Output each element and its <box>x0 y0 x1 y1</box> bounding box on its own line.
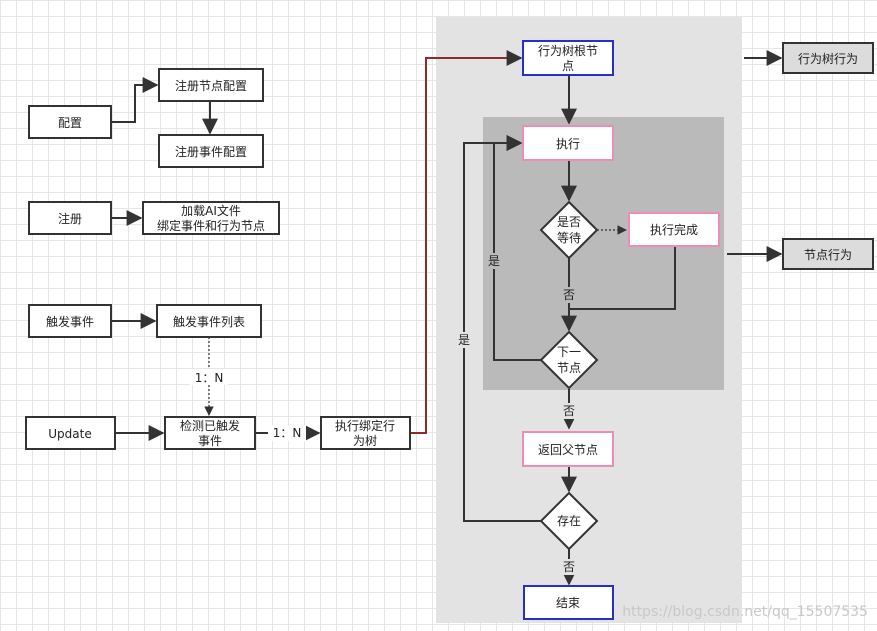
node-exec-bound-tree <box>320 416 411 450</box>
node-register-label: 注册 <box>58 211 82 226</box>
node-tree-root-label-2: 点 <box>562 59 574 73</box>
edge-label-bg-no-a <box>561 287 577 303</box>
node-load-ai-file-label-2: 绑定事件和行为节点 <box>157 218 265 233</box>
node-exec-done-label: 执行完成 <box>650 222 698 237</box>
node-detect-triggered-label-1: 检测已触发 <box>180 418 240 433</box>
node-execute <box>522 125 614 161</box>
edge-label-bg-1n-a <box>190 369 228 385</box>
decision-wait-label-1: 是否 <box>557 215 581 229</box>
edge-config-to-node-config <box>111 77 159 123</box>
legend-node-behavior <box>782 238 874 270</box>
edge-label-1n-horizontal: 1：N <box>273 426 302 440</box>
edge-label-bg-yes-b <box>456 332 472 348</box>
edge-label-bg-1n-b <box>268 425 306 441</box>
node-return-parent-label: 返回父节点 <box>538 443 598 457</box>
node-end-label: 结束 <box>556 596 580 610</box>
decision-wait-label-2: 等待 <box>557 231 581 245</box>
watermark: https://blog.csdn.net/qq_15507535 <box>622 604 868 620</box>
legend-tree-behavior <box>782 42 874 74</box>
decision-next-node-label-1: 下一 <box>557 345 581 359</box>
legend-node-behavior-label: 节点行为 <box>804 248 852 262</box>
edge-done-to-merge <box>569 246 676 310</box>
node-exec-bound-tree-label-2: 为树 <box>353 433 377 448</box>
edge-label-yes-exists: 是 <box>458 333 470 347</box>
node-return-parent <box>522 431 614 467</box>
edge-label-bg-yes-a <box>486 253 502 269</box>
decision-wait <box>539 200 599 260</box>
node-update <box>25 416 116 450</box>
edge-label-bg-no-b <box>561 403 577 419</box>
node-update-label: Update <box>48 427 91 441</box>
node-end <box>523 585 614 620</box>
edge-label-no-wait: 否 <box>563 288 575 302</box>
edge-label-yes-next: 是 <box>488 254 500 268</box>
edge-label-1n-vertical: 1：N <box>195 371 224 385</box>
node-register-event-config-label: 注册事件配置 <box>175 144 247 159</box>
node-trigger-event <box>28 304 112 338</box>
decision-exists-label: 存在 <box>557 514 581 528</box>
node-execute-label: 执行 <box>556 137 580 151</box>
node-tree-root <box>522 40 614 76</box>
node-trigger-event-list-label: 触发事件列表 <box>173 314 245 329</box>
node-config-label: 配置 <box>58 116 82 130</box>
legend-tree-behavior-label: 行为树行为 <box>798 51 858 66</box>
node-load-ai-file <box>142 201 280 235</box>
node-tree-root-label-1: 行为树根节 <box>538 43 598 58</box>
edge-label-no-next: 否 <box>563 404 575 418</box>
node-detect-triggered-label-2: 事件 <box>198 434 222 448</box>
edge-label-no-exists: 否 <box>563 560 575 574</box>
node-detect-triggered <box>164 416 256 450</box>
edge-label-bg-no-c <box>561 559 577 575</box>
node-trigger-event-list <box>156 304 262 338</box>
node-behavior-panel <box>483 117 724 390</box>
decision-next-node-label-2: 节点 <box>557 361 581 375</box>
node-register-node-config <box>158 68 264 102</box>
decision-next-node <box>539 330 599 390</box>
edge-exec-bound-to-root <box>410 50 523 434</box>
node-load-ai-file-label-1: 加载AI文件 <box>181 203 241 218</box>
decision-exists <box>539 491 599 551</box>
node-trigger-event-label: 触发事件 <box>46 314 94 329</box>
node-register-event-config <box>158 134 264 168</box>
node-register <box>28 201 112 235</box>
node-config <box>28 105 112 139</box>
node-register-node-config-label: 注册节点配置 <box>175 78 247 93</box>
node-exec-done <box>628 212 720 247</box>
node-exec-bound-tree-label-1: 执行绑定行 <box>335 418 395 433</box>
